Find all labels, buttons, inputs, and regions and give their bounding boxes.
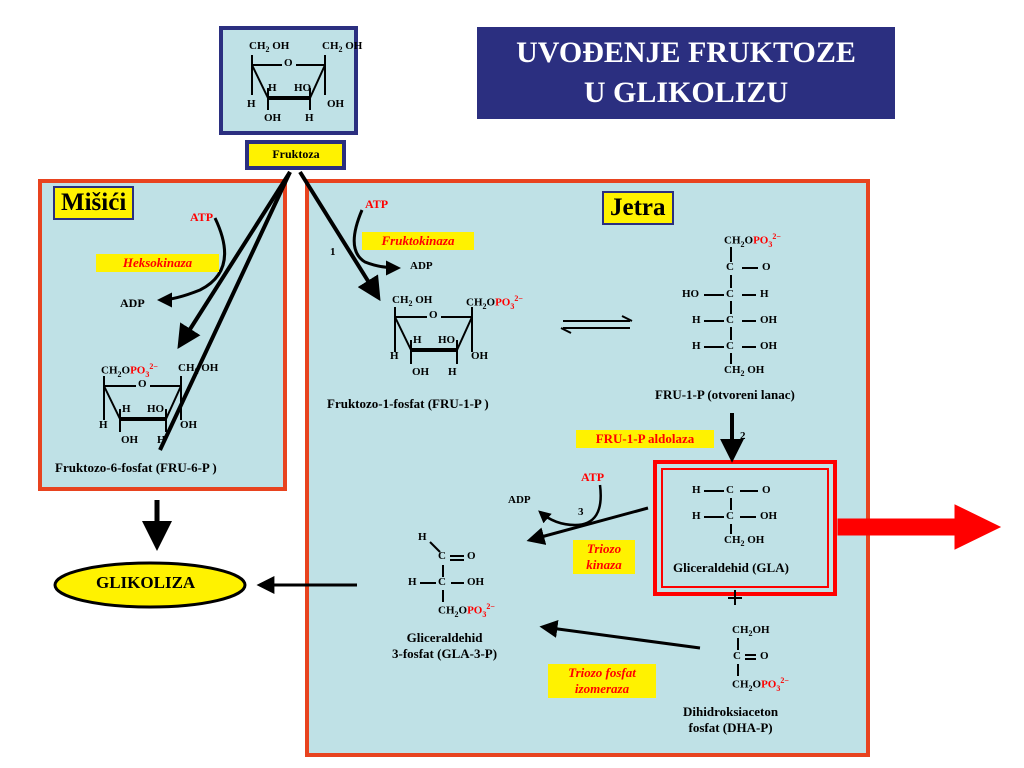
fru1p-open-chain-bonds <box>704 247 758 364</box>
arrow-step3 <box>526 506 649 545</box>
dhap-caption: Dihidroksiaceton fosfat (DHA-P) <box>683 704 779 735</box>
muscle-panel <box>38 179 287 491</box>
step3-number: 3 <box>578 506 584 518</box>
fru6p-caption: Fruktozo-6-fosfat (FRU-6-P ) <box>55 460 217 475</box>
title-line2: U GLIKOLIZU <box>583 76 789 109</box>
fructose-ring <box>251 55 326 110</box>
arrow-isomerase <box>539 619 701 650</box>
gla-caption: Gliceraldehid (GLA) <box>673 560 789 575</box>
fructokinase-adp: ADP <box>410 260 433 272</box>
gla-bonds <box>704 490 758 534</box>
gla3p-caption: Gliceraldehid 3-fosfat (GLA-3-P) <box>392 630 498 661</box>
gla-outer-box <box>653 460 837 596</box>
fru6p-ring <box>103 376 182 432</box>
dhap-bonds <box>737 638 756 676</box>
fructose-label: Fruktoza <box>272 147 320 161</box>
gla-inner-box <box>661 468 829 588</box>
open-chain-caption: FRU-1-P (otvoreni lanac) <box>655 387 795 402</box>
fructokinase-atp: ATP <box>365 197 389 211</box>
step2-number: 2 <box>740 430 746 442</box>
liver-panel-title: Jetra <box>602 191 674 225</box>
fructose-atoms: CH2 OH <box>249 40 290 55</box>
fructose-box <box>219 26 358 135</box>
aldolase-enzyme: FRU-1-P aldolaza <box>576 430 714 448</box>
glycolysis-label: GLIKOLIZA <box>96 573 196 592</box>
muscle-panel-title: Mišići <box>53 186 135 220</box>
fructokinase-curve <box>352 209 401 276</box>
hexokinase-curve <box>157 217 227 308</box>
fructose-label-box <box>245 140 346 170</box>
triose-kinase-enzyme: Triozo kinaza <box>573 540 635 574</box>
aldolase-label: FRU-1-P aldolaza <box>595 431 695 446</box>
red-arrow <box>837 504 1002 550</box>
fructokinase-enzyme: Fruktokinaza <box>362 232 474 250</box>
arrow-to-fru6p <box>177 170 292 350</box>
triose-kinase-atp: ATP <box>581 470 605 484</box>
step1-number: 1 <box>330 246 336 258</box>
muscle-atp: ATP <box>190 210 214 224</box>
title-line1: UVOĐENJE FRUKTOZE <box>516 36 856 69</box>
fru1p-caption: Fruktozo-1-fosfat (FRU-1-P ) <box>327 396 489 411</box>
fru1p-ring <box>394 307 473 364</box>
hexokinase-enzyme: Heksokinaza <box>96 254 219 272</box>
muscle-adp: ADP <box>120 296 145 310</box>
page-title: UVOĐENJE FRUKTOZE U GLIKOLIZU <box>477 27 895 119</box>
glycolysis-ellipse <box>53 561 247 609</box>
isomerase-enzyme: Triozo fosfat izomeraza <box>548 664 656 698</box>
triose-kinase-adp: ADP <box>508 494 531 506</box>
gla3p-bonds <box>420 541 464 602</box>
arrow-to-fru1p <box>298 170 381 302</box>
